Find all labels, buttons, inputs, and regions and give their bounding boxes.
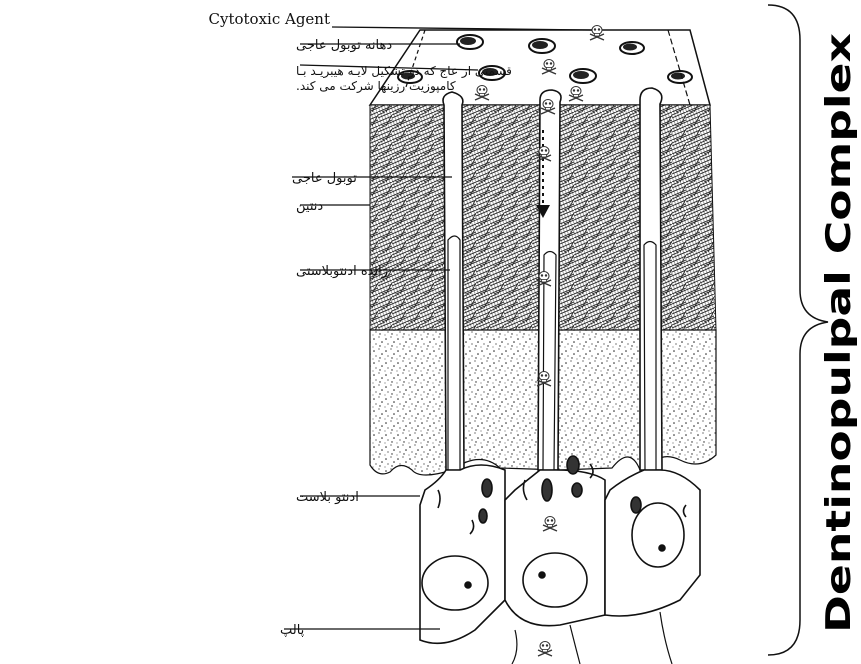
side-title: Dentinopulpal Complex bbox=[819, 33, 859, 633]
label-odontoblast: ادنتو بلاست bbox=[296, 490, 359, 505]
label-hybrid-layer-line1: قسمتی از عاج که در تشکیل لایـه هیبریـد ب… bbox=[296, 64, 512, 79]
label-hybrid-layer-line2: کامپوزیت رزینها شرکت می کند. bbox=[296, 79, 456, 94]
skull-crossbones-icon bbox=[538, 642, 552, 657]
label-odontoblast-process: زائده ادنتوبلاستی bbox=[296, 264, 388, 279]
label-cytotoxic-agent: Cytotoxic Agent bbox=[209, 10, 331, 28]
nucleus bbox=[422, 556, 488, 610]
label-pulp: پالپ bbox=[280, 623, 305, 638]
label-tubule-opening: دهانه توبول عاجی bbox=[296, 38, 392, 53]
nucleus bbox=[632, 503, 684, 567]
label-dentinal-tubule: توبول عاجی bbox=[292, 171, 357, 186]
label-dentin: دنتین bbox=[296, 199, 323, 214]
odontoblast-cells bbox=[420, 456, 700, 643]
nucleus bbox=[523, 553, 587, 607]
